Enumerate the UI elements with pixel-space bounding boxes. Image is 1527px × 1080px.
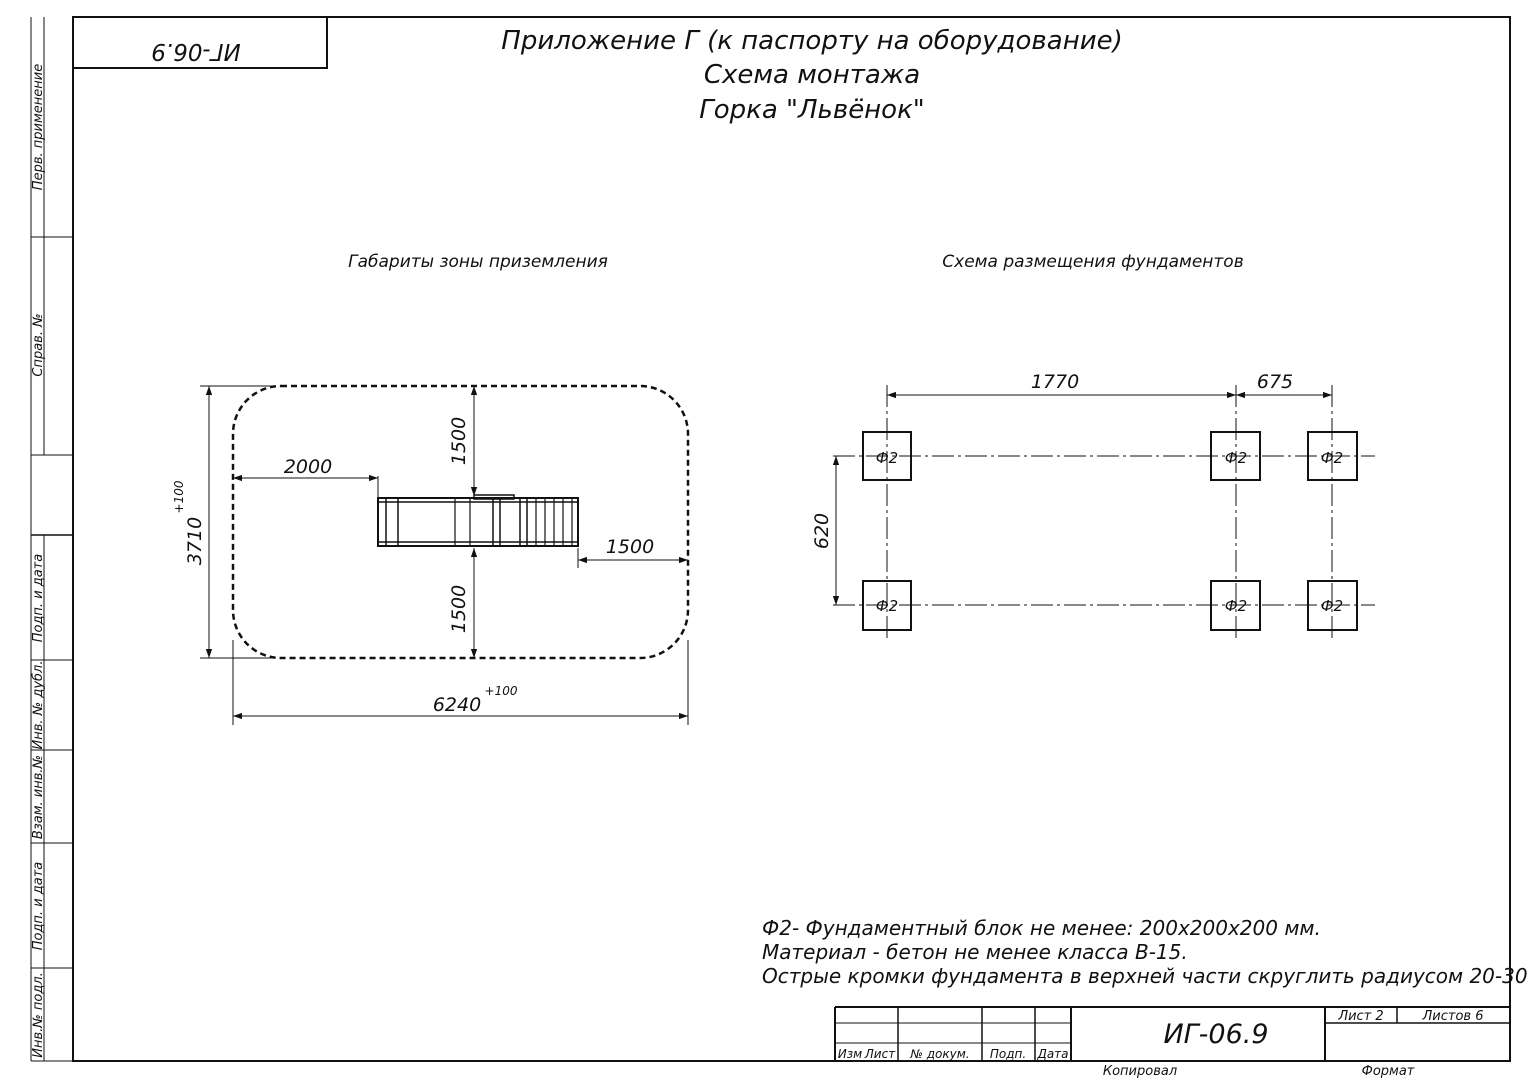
foundation-block-label: Ф2 bbox=[876, 597, 898, 615]
dim-span-1770: 1770 bbox=[1031, 371, 1079, 393]
dim-width-tolerance: +100 bbox=[485, 684, 518, 698]
side-label-vzam: Взам. инв.№ bbox=[31, 755, 46, 839]
format-label: Формат bbox=[1362, 1064, 1415, 1079]
copied-label: Копировал bbox=[1103, 1064, 1177, 1079]
note-line: Ф2- Фундаментный блок не менее: 200х200х… bbox=[762, 916, 1321, 940]
dim-left-2000: 2000 bbox=[284, 456, 332, 478]
side-label-sprav: Справ. № bbox=[31, 313, 46, 376]
foundation-block: Ф2 bbox=[862, 580, 912, 631]
note-line: Материал - бетон не менее класса В-15. bbox=[762, 940, 1188, 964]
dim-height-3710: 3710 bbox=[184, 517, 206, 565]
dim-height-tolerance: +100 bbox=[172, 480, 186, 513]
landing-zone-title: Габариты зоны приземления bbox=[348, 252, 608, 272]
title-block-col-izm: Изм bbox=[838, 1047, 862, 1061]
landing-zone-boundary bbox=[231, 384, 690, 660]
foundation-block: Ф2 bbox=[1210, 580, 1261, 631]
dim-span-675: 675 bbox=[1257, 371, 1293, 393]
foundation-block-label: Ф2 bbox=[1321, 449, 1343, 467]
side-label-podp-1: Подп. и дата bbox=[31, 554, 46, 643]
foundation-block: Ф2 bbox=[1307, 580, 1358, 631]
foundation-block: Ф2 bbox=[1210, 431, 1261, 481]
dim-top-1500: 1500 bbox=[448, 417, 470, 465]
side-label-podp-2: Подп. и дата bbox=[31, 862, 46, 951]
landing-zone-drawing: Габариты зоны приземления 2000 bbox=[172, 252, 690, 725]
note-line: Острые кромки фундамента в верхней части… bbox=[762, 964, 1527, 988]
sheet-frame bbox=[30, 16, 1511, 1062]
dim-depth-620: 620 bbox=[811, 513, 833, 549]
title-block-sheet: Лист 2 bbox=[1337, 1009, 1383, 1024]
title-block-col-podp: Подп. bbox=[990, 1047, 1026, 1061]
notes: Ф2- Фундаментный блок не менее: 200х200х… bbox=[762, 916, 1527, 988]
title-block-code: ИГ-06.9 bbox=[1163, 1019, 1268, 1050]
foundation-block-label: Ф2 bbox=[1225, 449, 1247, 467]
foundation-block: Ф2 bbox=[862, 431, 912, 481]
title-block-col-list: Лист bbox=[864, 1047, 896, 1061]
dim-right-1500: 1500 bbox=[606, 536, 654, 558]
dim-bottom-1500: 1500 bbox=[448, 585, 470, 633]
title-block-col-data: Дата bbox=[1036, 1047, 1068, 1061]
side-label-inv-podl: Инв.№ подл. bbox=[31, 972, 46, 1058]
foundation-block-label: Ф2 bbox=[1225, 597, 1247, 615]
title-line-1: Приложение Г (к паспорту на оборудование… bbox=[501, 26, 1122, 56]
title-line-3: Горка "Львёнок" bbox=[699, 95, 925, 125]
foundation-block-label: Ф2 bbox=[1321, 597, 1343, 615]
title-block-sheets: Листов 6 bbox=[1422, 1009, 1484, 1024]
dim-width-6240: 6240 bbox=[433, 694, 481, 716]
foundation-block-label: Ф2 bbox=[876, 449, 898, 467]
title-line-2: Схема монтажа bbox=[704, 60, 920, 90]
side-label-inv-dubl: Инв. № дубл. bbox=[31, 661, 46, 750]
foundation-block: Ф2 bbox=[1307, 431, 1358, 481]
title-block: Изм Лист № докум. Подп. Дата ИГ-06.9 Лис… bbox=[834, 1006, 1510, 1079]
title-block-col-dokum: № докум. bbox=[909, 1047, 969, 1061]
slide-equipment bbox=[377, 494, 579, 547]
foundation-layout-title: Схема размещения фундаментов bbox=[942, 252, 1243, 272]
foundation-layout-drawing: Схема размещения фундаментов Ф2 Ф2 Ф2 Ф2… bbox=[811, 252, 1375, 640]
document-code-top: ИГ-06.9 bbox=[151, 38, 241, 64]
side-label-perv: Перв. применение bbox=[31, 64, 46, 190]
